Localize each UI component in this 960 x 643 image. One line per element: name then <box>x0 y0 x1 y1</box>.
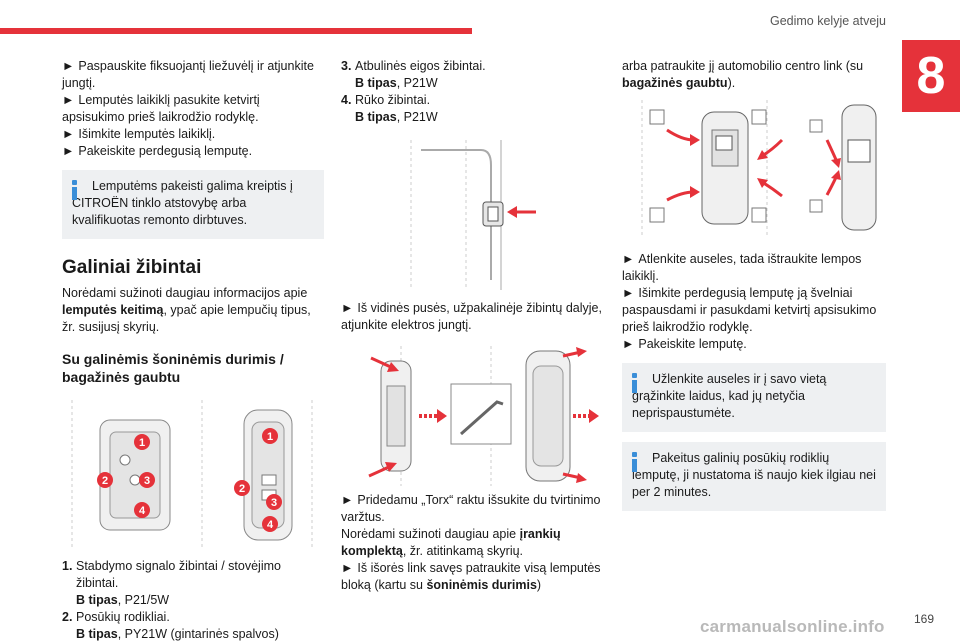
arrow-icon <box>562 472 587 483</box>
info-text: Užlenkite auseles ir į savo vietą grąžin… <box>632 372 827 420</box>
callout-4: 4 <box>134 502 150 518</box>
info-icon <box>631 452 637 472</box>
info-box: Pakeitus galinių posūkių rodiklių lemput… <box>622 442 886 511</box>
connector-illustration <box>410 140 536 290</box>
torx-figure <box>341 346 603 486</box>
bullet-arrow-icon: ► <box>62 127 75 141</box>
intro-paragraph: Norėdami sužinoti daugiau informacijos a… <box>62 286 311 334</box>
arrow-icon <box>507 206 536 218</box>
bullet-arrow-icon: ► <box>341 493 354 507</box>
step: ►Atlenkite auseles, tada ištraukite lemp… <box>622 252 862 283</box>
bulb-list: 1. Stabdymo signalo žibintai / stovėjimo… <box>62 558 324 643</box>
callout-3: 3 <box>139 472 155 488</box>
column-2: 3. Atbulinės eigos žibintai. B tipas, P2… <box>341 58 603 594</box>
tools-paragraph: Norėdami sužinoti daugiau apie įrankių k… <box>341 527 561 558</box>
arrow-icon <box>368 462 397 478</box>
arrow-icon <box>573 409 599 423</box>
arrow-icon <box>562 347 587 358</box>
callout-1: 1 <box>134 434 150 450</box>
step: ►Paspauskite fiksuojantį liežuvėlį ir at… <box>62 59 314 90</box>
torx-removal-illustration <box>368 346 599 486</box>
list-item: 2. Posūkių rodikliai. B tipas, PY21W (gi… <box>62 610 279 641</box>
step: ►Iš vidinės pusės, užpakalinėje žibintų … <box>341 301 602 332</box>
arrow-icon <box>825 139 841 168</box>
bulb-list: 3. Atbulinės eigos žibintai. B tipas, P2… <box>341 58 603 126</box>
rear-lamp-illustration: 1 2 3 4 1 2 3 4 <box>71 400 313 550</box>
arrow-icon <box>666 186 700 202</box>
info-box: Užlenkite auseles ir į savo vietą grąžin… <box>622 363 886 432</box>
bullet-arrow-icon: ► <box>622 286 635 300</box>
svg-text:1: 1 <box>267 431 273 443</box>
arrow-icon <box>757 178 783 198</box>
svg-text:2: 2 <box>102 475 108 487</box>
bullet-arrow-icon: ► <box>62 144 75 158</box>
bulb-holder-figure <box>622 100 886 235</box>
connector-figure <box>341 140 603 290</box>
callout-4: 4 <box>262 516 278 532</box>
bullet-arrow-icon: ► <box>62 59 75 73</box>
bullet-arrow-icon: ► <box>62 93 75 107</box>
callout-2: 2 <box>97 472 113 488</box>
bullet-arrow-icon: ► <box>622 337 635 351</box>
chapter-number-badge: 8 <box>902 40 960 112</box>
list-item: 1. Stabdymo signalo žibintai / stovėjimo… <box>62 559 281 607</box>
arrow-icon <box>666 128 700 146</box>
subsection-title: Su galinėmis šoninėmis durimis / bagažin… <box>62 351 284 385</box>
svg-text:4: 4 <box>139 505 146 517</box>
step: ►Pridedamu „Torx“ raktu išsukite du tvir… <box>341 493 601 524</box>
info-icon <box>71 180 77 200</box>
bullet-arrow-icon: ► <box>341 561 354 575</box>
svg-text:3: 3 <box>144 475 150 487</box>
continuation-paragraph: arba patraukite jį automobilio centro li… <box>622 59 864 90</box>
list-item: 3. Atbulinės eigos žibintai. B tipas, P2… <box>341 59 486 90</box>
bullet-arrow-icon: ► <box>622 252 635 266</box>
callout-1: 1 <box>262 428 278 444</box>
info-text: Pakeitus galinių posūkių rodiklių lemput… <box>632 451 876 499</box>
steps-list: ►Atlenkite auseles, tada ištraukite lemp… <box>622 251 886 353</box>
step: ►Iš išorės link savęs patraukite visą le… <box>341 561 601 592</box>
callout-2: 2 <box>234 480 250 496</box>
arrow-icon <box>825 170 841 196</box>
header-accent-bar <box>0 28 472 34</box>
svg-text:4: 4 <box>267 519 274 531</box>
column-1: ►Paspauskite fiksuojantį liežuvėlį ir at… <box>62 58 324 643</box>
step: ►Išimkite perdegusią lemputę ją švelniai… <box>622 286 877 334</box>
watermark: carmanualsonline.info <box>700 617 885 636</box>
rear-lamp-figure: 1 2 3 4 1 2 3 4 <box>62 400 324 550</box>
list-item: 4. Rūko žibintai. B tipas, P21W <box>341 93 438 124</box>
step: ►Pakeiskite lemputę. <box>622 337 747 351</box>
info-text: Lemputėms pakeisti galima kreiptis į CIT… <box>72 179 293 227</box>
arrow-icon <box>370 356 399 372</box>
column-3: arba patraukite jį automobilio centro li… <box>622 58 886 511</box>
arrow-icon <box>757 138 784 160</box>
chapter-title: Gedimo kelyje atveju <box>769 14 886 28</box>
callout-3: 3 <box>266 494 282 510</box>
arrow-icon <box>419 409 447 423</box>
svg-text:3: 3 <box>271 497 277 509</box>
step: ►Lemputės laikiklį pasukite ketvirtį aps… <box>62 93 260 124</box>
step: ►Pakeiskite perdegusią lemputę. <box>62 144 253 158</box>
svg-text:2: 2 <box>239 483 245 495</box>
section-title: Galiniai žibintai <box>62 257 202 278</box>
info-icon <box>631 373 637 393</box>
info-box: Lemputėms pakeisti galima kreiptis į CIT… <box>62 170 324 239</box>
step: ►Išimkite lemputės laikiklį. <box>62 127 216 141</box>
page-number: 169 <box>913 612 934 626</box>
bulb-holder-illustration <box>641 100 877 235</box>
svg-text:1: 1 <box>139 437 145 449</box>
bullet-arrow-icon: ► <box>341 301 354 315</box>
